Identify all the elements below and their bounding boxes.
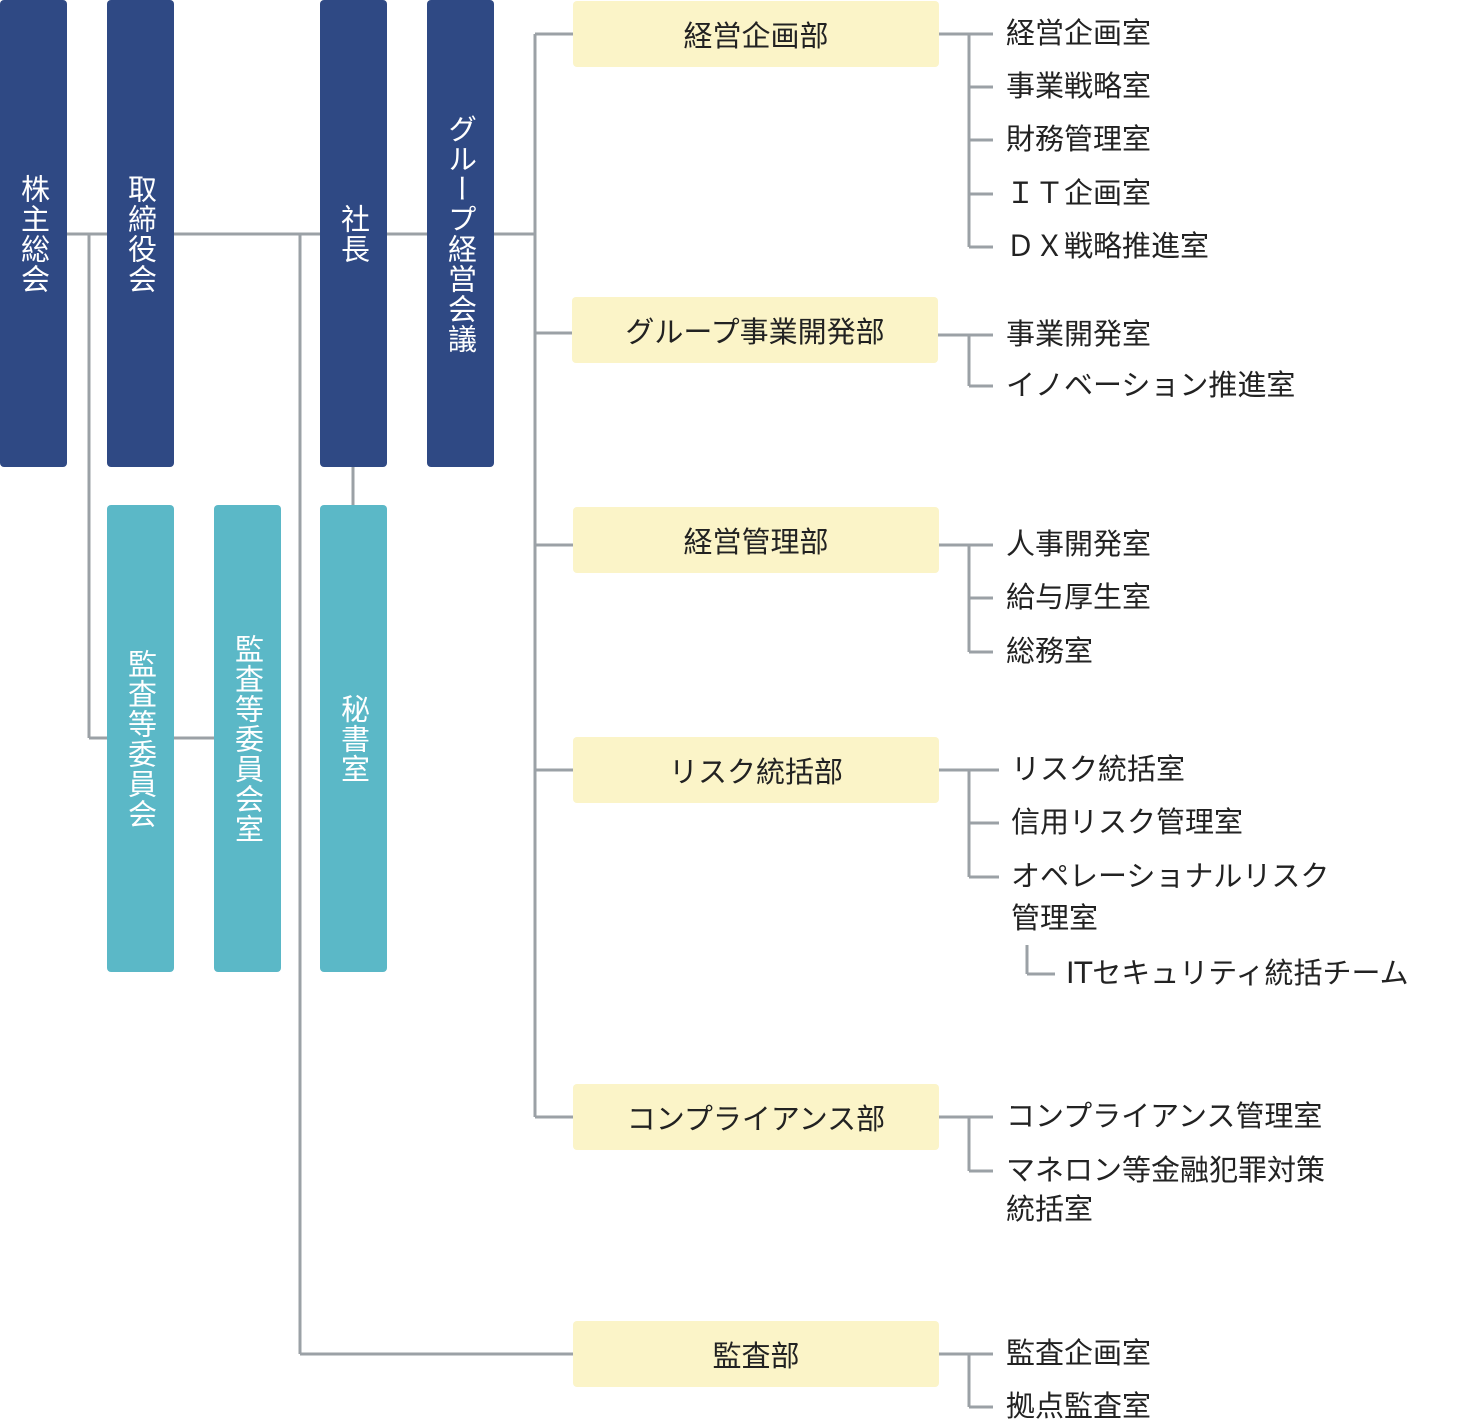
office-label: リスク統括室 — [1011, 752, 1186, 786]
dept-box-audit: 監査部 — [573, 1321, 939, 1387]
president-box: 社長 — [320, 0, 387, 467]
audit-committee-office-box: 監査等委員会室 — [214, 505, 281, 972]
shareholders-box: 株主総会 — [0, 0, 67, 467]
dept-box-compliance: コンプライアンス部 — [573, 1084, 939, 1150]
office-label: オペレーショナルリスク — [1011, 859, 1330, 893]
dept-box-planning: 経営企画部 — [573, 1, 939, 67]
office-label: コンプライアンス管理室 — [1006, 1099, 1323, 1133]
office-label: 管理室 — [1011, 901, 1099, 935]
office-label: 事業開発室 — [1006, 317, 1152, 351]
group-council-box: グループ経営会議 — [427, 0, 494, 467]
office-label: 拠点監査室 — [1006, 1389, 1152, 1423]
office-label: 給与厚生室 — [1006, 580, 1152, 614]
office-label: ＤＸ戦略推進室 — [1006, 229, 1210, 263]
office-label: 経営企画室 — [1006, 16, 1152, 50]
dept-box-management: 経営管理部 — [573, 507, 939, 573]
office-label: 統括室 — [1006, 1192, 1094, 1226]
dept-box-group-business: グループ事業開発部 — [572, 297, 938, 363]
office-label: 財務管理室 — [1006, 122, 1152, 156]
board-box: 取締役会 — [107, 0, 174, 467]
secretary-office-box: 秘書室 — [320, 505, 387, 972]
office-label: 事業戦略室 — [1006, 69, 1152, 103]
office-label: ＩＴ企画室 — [1006, 176, 1152, 210]
audit-committee-box: 監査等委員会 — [107, 505, 174, 972]
office-label: 監査企画室 — [1006, 1336, 1152, 1370]
office-label: マネロン等金融犯罪対策 — [1006, 1153, 1326, 1187]
office-label: イノベーション推進室 — [1006, 368, 1296, 402]
office-label: 信用リスク管理室 — [1011, 805, 1244, 839]
dept-box-risk: リスク統括部 — [573, 737, 939, 803]
office-label: 総務室 — [1006, 634, 1094, 668]
office-label: 人事開発室 — [1006, 527, 1152, 561]
team-label: ITセキュリティ統括チーム — [1066, 956, 1409, 990]
